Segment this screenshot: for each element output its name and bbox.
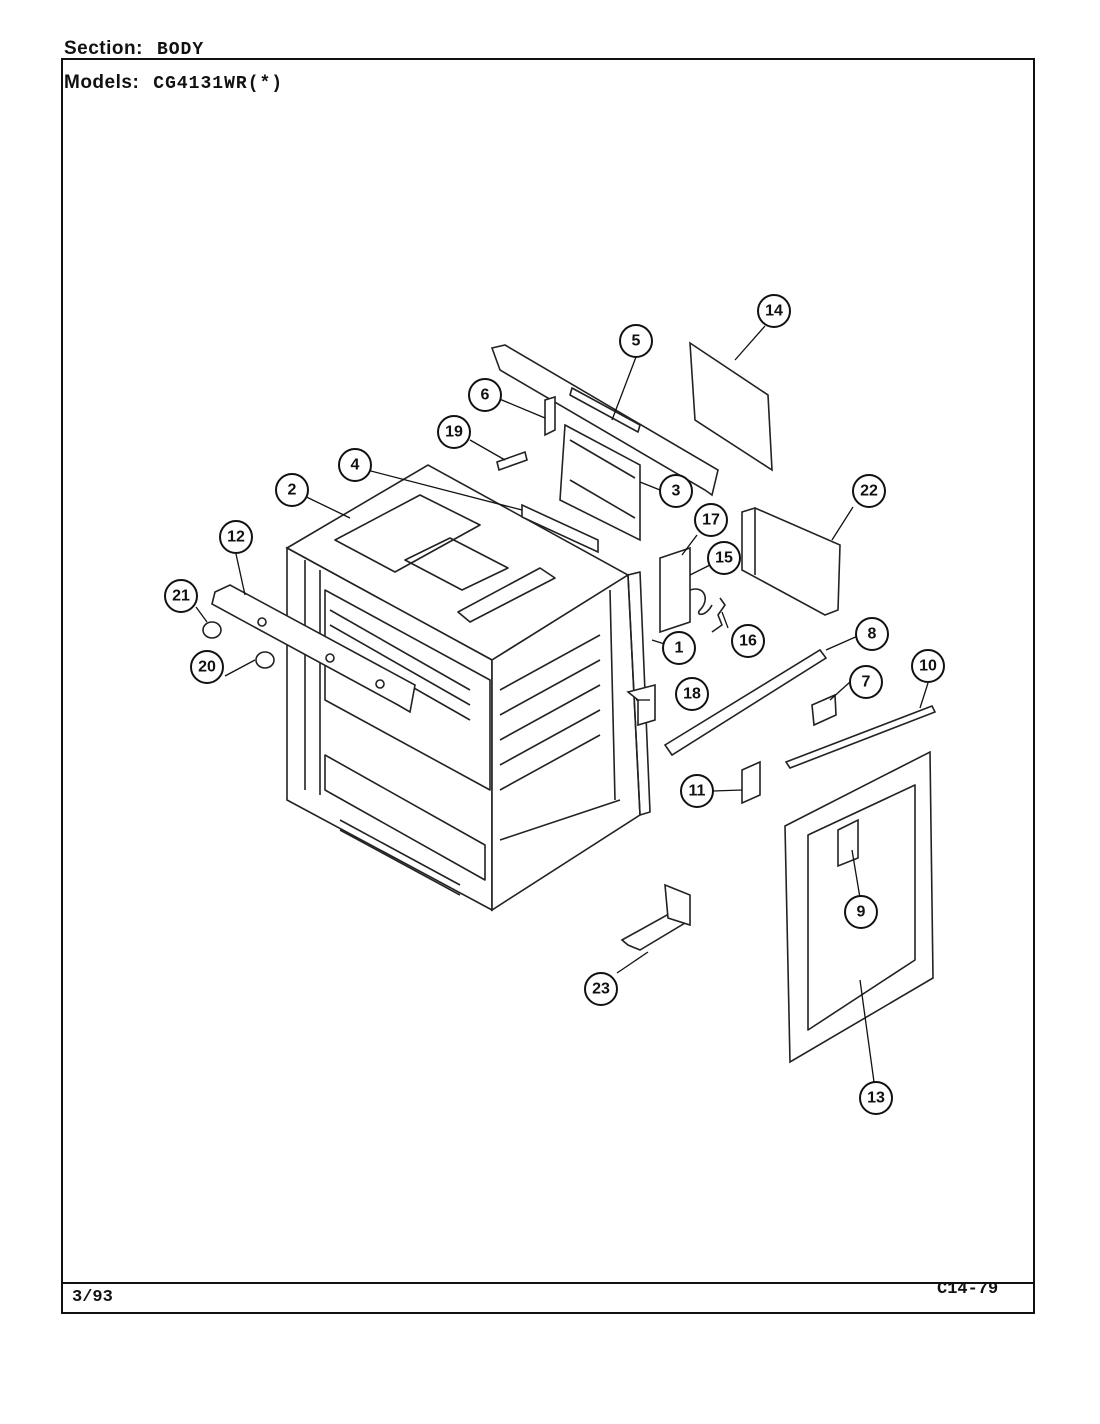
callout-19: 19: [437, 415, 471, 449]
callout-17: 17: [694, 503, 728, 537]
callout-1: 1: [662, 631, 696, 665]
ignition-module: [659, 546, 726, 634]
footer-code: C14-79: [937, 1280, 999, 1299]
door-strip: [784, 704, 937, 769]
section-header: Section: BODY: [64, 38, 204, 60]
callout-22: 22: [852, 474, 886, 508]
callout-23-label: 23: [592, 981, 610, 998]
callout-21-label: 21: [172, 588, 190, 605]
callout-12-label: 12: [227, 529, 245, 546]
callout-23: 23: [584, 972, 618, 1006]
heat-shield: [559, 423, 641, 542]
cap-21: [202, 621, 222, 639]
callout-9-label: 9: [857, 904, 866, 921]
callout-13: 13: [859, 1081, 893, 1115]
callout-14-label: 14: [765, 303, 783, 320]
footer-date: 3/93: [72, 1288, 113, 1307]
bracket-19: [496, 450, 528, 472]
callout-10-label: 10: [919, 658, 937, 675]
callout-6-label: 6: [481, 387, 490, 404]
vent-duct: [521, 503, 599, 554]
callout-8: 8: [855, 617, 889, 651]
callout-16: 16: [731, 624, 765, 658]
callout-13-label: 13: [867, 1090, 885, 1107]
callout-10: 10: [911, 649, 945, 683]
callout-2: 2: [275, 473, 309, 507]
bracket-11: [741, 760, 761, 805]
callout-3: 3: [659, 474, 693, 508]
drawing-frame: [61, 58, 1035, 1314]
callout-4: 4: [338, 448, 372, 482]
callout-18: 18: [675, 677, 709, 711]
top-rear-panel: [490, 344, 719, 497]
oven-body: [285, 464, 641, 912]
callout-16-label: 16: [739, 633, 757, 650]
callout-20: 20: [190, 650, 224, 684]
bracket-23: [620, 883, 691, 951]
callout-11-label: 11: [689, 783, 706, 800]
models-label: Models:: [64, 72, 140, 93]
front-frame: [627, 571, 651, 816]
callout-14: 14: [757, 294, 791, 328]
callout-22-label: 22: [860, 483, 878, 500]
callout-3-label: 3: [672, 483, 681, 500]
callout-21: 21: [164, 579, 198, 613]
electrical-box: [741, 507, 841, 616]
callout-11: 11: [680, 774, 714, 808]
models-header: Models: CG4131WR(*): [64, 72, 283, 94]
front-trim: [211, 584, 416, 714]
footer-divider: [61, 1282, 1035, 1284]
callout-8-label: 8: [868, 626, 877, 643]
callout-20-label: 20: [198, 659, 216, 676]
callout-12: 12: [219, 520, 253, 554]
cap-20: [255, 651, 275, 669]
callout-9: 9: [844, 895, 878, 929]
callout-15-label: 15: [715, 550, 733, 567]
leader-lines: [195, 325, 929, 1083]
callout-17-label: 17: [702, 512, 720, 529]
callout-18-label: 18: [683, 686, 701, 703]
callout-6: 6: [468, 378, 502, 412]
callout-4-label: 4: [351, 457, 360, 474]
section-label: Section:: [64, 38, 143, 59]
models-value: CG4131WR(*): [153, 74, 284, 94]
hinge-bracket: [626, 683, 656, 727]
callout-19-label: 19: [445, 424, 463, 441]
callout-7: 7: [849, 665, 883, 699]
callout-2-label: 2: [288, 482, 297, 499]
side-rail: [663, 648, 828, 757]
callout-5: 5: [619, 324, 653, 358]
callout-1-label: 1: [675, 640, 684, 657]
plate-7: [811, 693, 837, 727]
bracket-6: [544, 395, 556, 437]
rear-cover: [689, 341, 773, 472]
callout-15: 15: [707, 541, 741, 575]
section-value: BODY: [156, 40, 205, 60]
callout-7-label: 7: [862, 674, 871, 691]
callout-5-label: 5: [632, 333, 641, 350]
